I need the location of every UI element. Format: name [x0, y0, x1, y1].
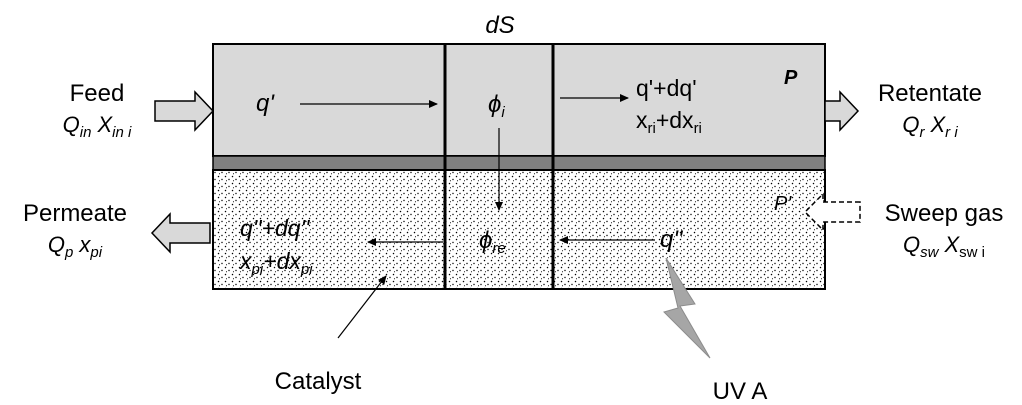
membrane-layer: [212, 155, 826, 171]
permeate-flux-label: ϕre: [479, 227, 506, 257]
retentate-inlet-flow-label: q': [256, 90, 275, 117]
sweep-gas-arrow: [803, 192, 861, 232]
retentate-arrow: [824, 90, 860, 132]
retentate-chamber: [212, 43, 826, 157]
catalyst-chamber: [212, 169, 826, 290]
retentate-pressure-label: P: [784, 67, 798, 89]
permeate-outlet-composition-label: xpi+dxpi: [239, 248, 313, 278]
permeate-inlet-flow-label: q'': [660, 226, 684, 253]
permeate-pressure-label: P': [774, 193, 792, 215]
permeate-arrow: [150, 212, 211, 254]
retentate-flux-label: ϕi: [488, 91, 505, 121]
retentate-outlet-composition-label: xri+dxri: [636, 107, 702, 137]
element-length-label: dS: [485, 12, 514, 39]
retentate-outlet-flow-label: q'+dq': [636, 75, 697, 101]
sweep-gas-title: Sweep gas: [885, 200, 1004, 227]
permeate-title: Permeate: [23, 200, 127, 227]
permeate-outlet-flow-label: q''+dq'': [240, 215, 311, 241]
feed-title: Feed: [70, 80, 125, 107]
feed-arrow: [154, 90, 215, 132]
catalyst-label: Catalyst: [275, 368, 362, 395]
catalyst-pointer: [337, 275, 387, 339]
retentate-title: Retentate: [878, 80, 982, 107]
uv-label: UV A: [713, 378, 768, 405]
uv-bolt-icon: [663, 257, 711, 359]
